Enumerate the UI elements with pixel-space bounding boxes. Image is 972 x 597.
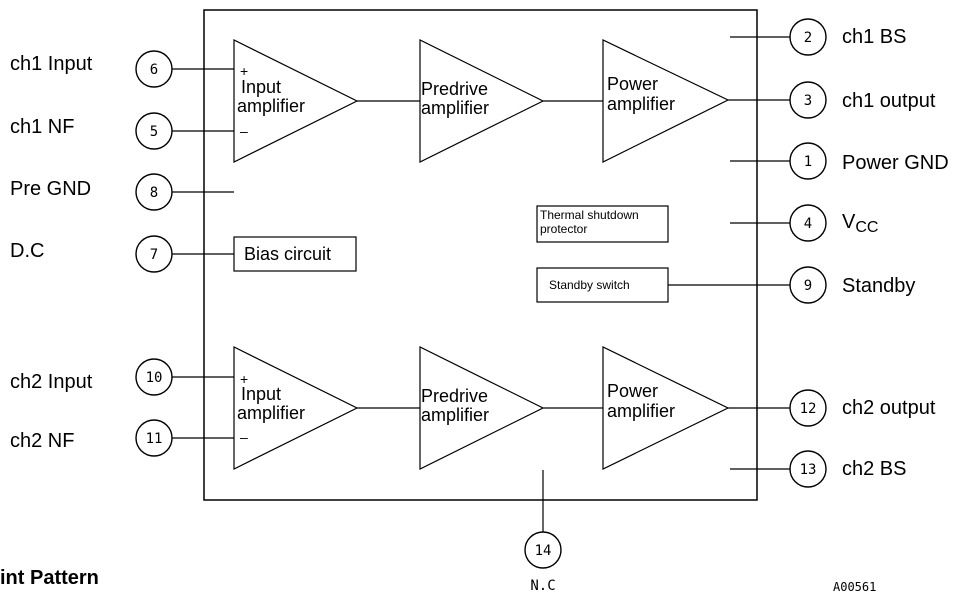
label-ch2-nf: ch2 NF bbox=[10, 430, 74, 452]
pin-10 bbox=[135, 358, 173, 396]
ch2-plus-sign: + bbox=[240, 371, 248, 387]
ch2-minus-sign: – bbox=[240, 429, 248, 445]
pin-9 bbox=[789, 266, 827, 304]
ch2-input-amp-label-1: Input bbox=[241, 384, 281, 404]
ch1-power-label-2: amplifier bbox=[607, 94, 675, 114]
ch1-predrive-label-1: Predrive bbox=[421, 79, 488, 99]
label-ch2-output: ch2 output bbox=[842, 397, 936, 419]
ch2-power-amplifier bbox=[602, 346, 730, 470]
label-ch1-bs: ch1 BS bbox=[842, 26, 906, 48]
bias-circuit-block bbox=[233, 236, 357, 272]
label-power-gnd: Power GND bbox=[842, 152, 949, 174]
ch1-power-amplifier bbox=[602, 39, 730, 163]
ch1-power-label-1: Power bbox=[607, 74, 658, 94]
label-standby: Standby bbox=[842, 275, 915, 297]
standby-switch-label: Standby switch bbox=[549, 278, 630, 292]
pin-8-number: 8 bbox=[150, 185, 158, 201]
ch1-predrive-label-2: amplifier bbox=[421, 98, 489, 118]
ch2-predrive-label-1: Predrive bbox=[421, 386, 488, 406]
ch1-predrive-amplifier bbox=[419, 39, 545, 163]
label-pre-gnd: Pre GND bbox=[10, 178, 91, 200]
label-vcc-main: V bbox=[842, 211, 856, 233]
pin-2 bbox=[789, 18, 827, 56]
ic-outline bbox=[203, 9, 758, 501]
label-ch1-nf: ch1 NF bbox=[10, 116, 74, 138]
ch1-minus-sign: – bbox=[240, 123, 248, 139]
pin-1-number: 1 bbox=[804, 154, 812, 170]
figure-code: A00561 bbox=[833, 580, 876, 594]
ch2-power-label-2: amplifier bbox=[607, 401, 675, 421]
ch1-input-amplifier bbox=[233, 39, 359, 163]
pin-4-number: 4 bbox=[804, 216, 812, 232]
pin-7 bbox=[135, 235, 173, 273]
label-vcc: VCC bbox=[842, 211, 878, 236]
pin-11-number: 11 bbox=[146, 431, 163, 447]
ch1-input-amp-label-1: Input bbox=[241, 77, 281, 97]
pin-3-number: 3 bbox=[804, 93, 812, 109]
pin-10-number: 10 bbox=[146, 370, 163, 386]
pin-5 bbox=[135, 112, 173, 150]
label-ch2-bs: ch2 BS bbox=[842, 458, 906, 480]
label-ch1-input: ch1 Input bbox=[10, 53, 93, 75]
section-heading: int Pattern bbox=[0, 567, 99, 589]
ch2-power-label-1: Power bbox=[607, 381, 658, 401]
pin-11 bbox=[135, 419, 173, 457]
pin-6-number: 6 bbox=[150, 62, 158, 78]
pin-14 bbox=[524, 531, 562, 569]
ch2-input-amplifier bbox=[233, 346, 359, 470]
pin-13-number: 13 bbox=[800, 462, 817, 478]
label-dc: D.C bbox=[10, 240, 44, 262]
thermal-label-2: protector bbox=[540, 222, 587, 236]
pin-12 bbox=[789, 389, 827, 427]
pin-12-number: 12 bbox=[800, 401, 817, 417]
pin-13 bbox=[789, 450, 827, 488]
ch1-plus-sign: + bbox=[240, 63, 248, 79]
thermal-label-1: Thermal shutdown bbox=[540, 208, 639, 222]
ch2-input-amp-label-2: amplifier bbox=[237, 403, 305, 423]
ch1-input-amp-label-2: amplifier bbox=[237, 96, 305, 116]
pin-14-number: 14 bbox=[535, 543, 552, 559]
pin-7-number: 7 bbox=[150, 247, 158, 263]
ch2-predrive-amplifier bbox=[419, 346, 545, 470]
pin-9-number: 9 bbox=[804, 278, 812, 294]
label-nc: N.C bbox=[530, 578, 555, 594]
pin-8 bbox=[135, 173, 173, 211]
thermal-shutdown-block bbox=[536, 205, 669, 243]
pin-2-number: 2 bbox=[804, 30, 812, 46]
bias-circuit-label: Bias circuit bbox=[244, 244, 331, 264]
pin-3 bbox=[789, 81, 827, 119]
ch2-predrive-label-2: amplifier bbox=[421, 405, 489, 425]
pin-4 bbox=[789, 204, 827, 242]
pin-1 bbox=[789, 142, 827, 180]
label-ch2-input: ch2 Input bbox=[10, 371, 93, 393]
pin-5-number: 5 bbox=[150, 124, 158, 140]
pin-6 bbox=[135, 50, 173, 88]
label-ch1-output: ch1 output bbox=[842, 90, 936, 112]
standby-switch-block bbox=[536, 267, 669, 303]
label-vcc-sub: CC bbox=[855, 219, 878, 236]
